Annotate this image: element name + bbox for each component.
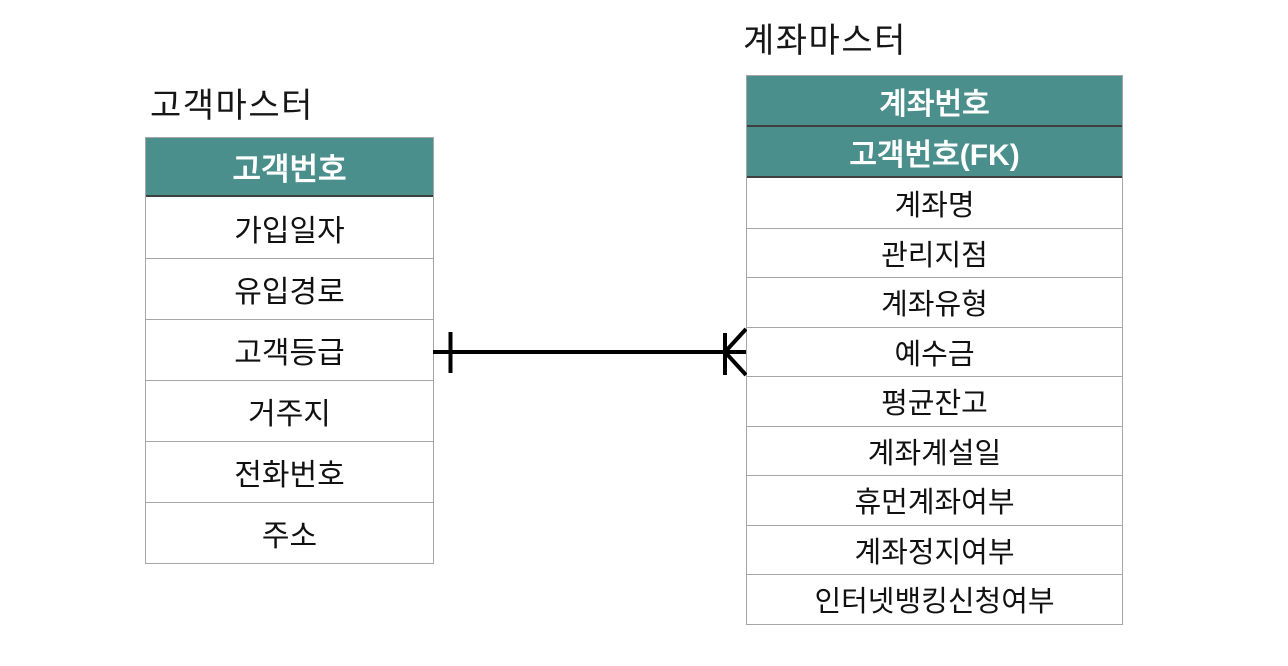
entity-customer-master: 고객번호 가입일자 유입경로 고객등급 거주지 전화번호 주소: [145, 137, 434, 564]
field-cell: 예수금: [747, 326, 1122, 377]
entity-title-customer-master: 고객마스터: [150, 88, 314, 125]
field-cell: 주소: [146, 502, 433, 563]
field-cell: 계좌정지여부: [747, 524, 1122, 575]
field-cell: 관리지점: [747, 227, 1122, 278]
pk-cell-customer-number: 고객번호: [146, 138, 433, 197]
entity-account-master: 계좌번호 고객번호(FK) 계좌명 관리지점 계좌유형 예수금 평균잔고 계좌계…: [746, 75, 1123, 625]
crow-foot-many-icon: [723, 327, 747, 377]
field-cell: 전화번호: [146, 441, 433, 502]
field-cell: 평균잔고: [747, 376, 1122, 426]
relationship-connector: [433, 327, 747, 377]
field-cell: 인터넷뱅킹신청여부: [747, 574, 1122, 624]
pk-cell-account-number: 계좌번호: [747, 76, 1122, 127]
field-cell: 계좌명: [894, 189, 975, 222]
field-cell: 계좌유형: [747, 277, 1122, 327]
field-cell: 고객등급: [146, 319, 433, 380]
field-cell: 거주지: [146, 380, 433, 441]
entity-title-account-master: 계좌마스터: [743, 23, 907, 60]
field-cell: 휴먼계좌여부: [747, 475, 1122, 525]
field-cell: 가입일자: [234, 214, 345, 248]
fk-cell-customer-number: 고객번호(FK): [747, 127, 1122, 178]
field-cell: 유입경로: [146, 258, 433, 319]
field-cell: 계좌계설일: [747, 425, 1122, 476]
